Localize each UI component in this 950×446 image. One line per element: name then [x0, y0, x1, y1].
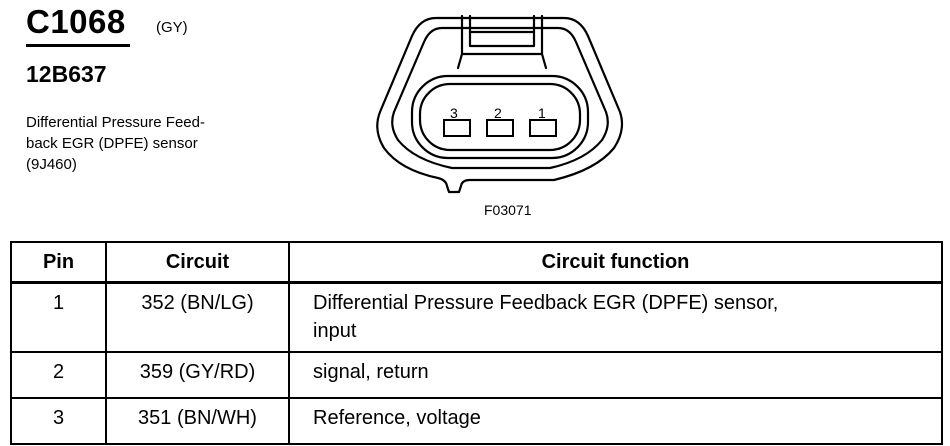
pin-table: Pin Circuit Circuit function 1 352 (BN/L…: [10, 241, 943, 445]
pin-label: 2: [494, 105, 502, 121]
pin-label: 1: [538, 105, 546, 121]
column-header-function: Circuit function: [288, 241, 943, 284]
description-line: (9J460): [26, 156, 77, 173]
table-header-row: Pin Circuit Circuit function: [10, 241, 943, 284]
column-header-circuit: Circuit: [105, 241, 290, 284]
function-cell: Reference, voltage: [288, 397, 943, 445]
connector-housing-outer: [376, 16, 624, 194]
function-line: input: [313, 320, 357, 342]
pin-label: 3: [450, 105, 458, 121]
circuit-cell: 359 (GY/RD): [105, 351, 290, 399]
circuit-cell: 351 (BN/WH): [105, 397, 290, 445]
function-cell: signal, return: [288, 351, 943, 399]
function-line: signal, return: [313, 361, 429, 383]
title-rule: [26, 44, 130, 47]
pin-cell: 1: [10, 281, 107, 353]
connector-id: C1068: [26, 3, 126, 40]
description-line: back EGR (DPFE) sensor: [26, 135, 198, 152]
terminal-cavity: [410, 74, 590, 160]
connector-color: (GY): [156, 19, 188, 36]
circuit-cell: 352 (BN/LG): [105, 281, 290, 353]
connector-housing-inner: [391, 26, 609, 170]
component-description: Differential Pressure Feed- back EGR (DP…: [26, 112, 205, 175]
connector-face-diagram: 3 2 1: [376, 14, 624, 194]
pin-cell: 2: [10, 351, 107, 399]
locking-tab: [460, 14, 544, 56]
function-line: Differential Pressure Feedback EGR (DPFE…: [313, 292, 779, 314]
table-row: 1 352 (BN/LG) Differential Pressure Feed…: [10, 281, 943, 353]
pin-3-slot: [443, 119, 471, 137]
table-row: 3 351 (BN/WH) Reference, voltage: [10, 397, 943, 445]
part-number: 12B637: [26, 61, 107, 87]
figure-code: F03071: [484, 202, 532, 218]
pin-1-slot: [529, 119, 557, 137]
pin-cell: 3: [10, 397, 107, 445]
function-cell: Differential Pressure Feedback EGR (DPFE…: [288, 281, 943, 353]
pin-2-slot: [486, 119, 514, 137]
function-line: Reference, voltage: [313, 407, 481, 429]
column-header-pin: Pin: [10, 241, 107, 284]
table-row: 2 359 (GY/RD) signal, return: [10, 351, 943, 399]
description-line: Differential Pressure Feed-: [26, 114, 205, 131]
